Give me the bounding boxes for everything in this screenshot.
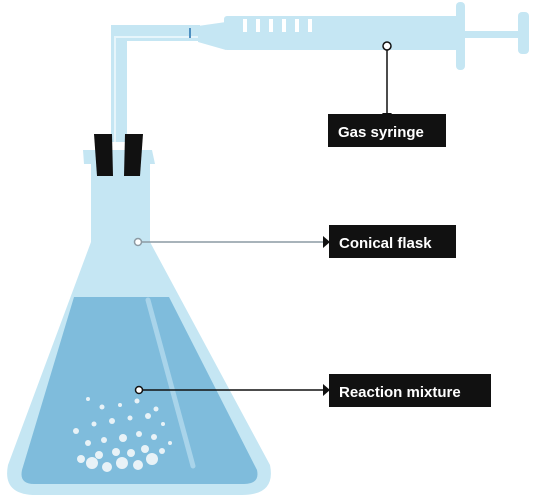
gas-syringe [198, 2, 529, 70]
label-conical-flask-text: Conical flask [339, 235, 432, 252]
label-gas-syringe: Gas syringe [328, 114, 446, 147]
conical-flask [7, 150, 271, 495]
label-conical-flask: Conical flask [329, 225, 456, 258]
label-reaction-mixture: Reaction mixture [329, 374, 491, 407]
syringe-graduations [243, 19, 312, 32]
gas-bubbles-icon [73, 397, 172, 472]
rubber-stopper [94, 134, 143, 176]
label-reaction-mixture-text: Reaction mixture [339, 384, 461, 401]
label-gas-syringe-text: Gas syringe [338, 124, 424, 141]
delivery-tube [111, 25, 200, 142]
leader-lines [133, 41, 392, 396]
